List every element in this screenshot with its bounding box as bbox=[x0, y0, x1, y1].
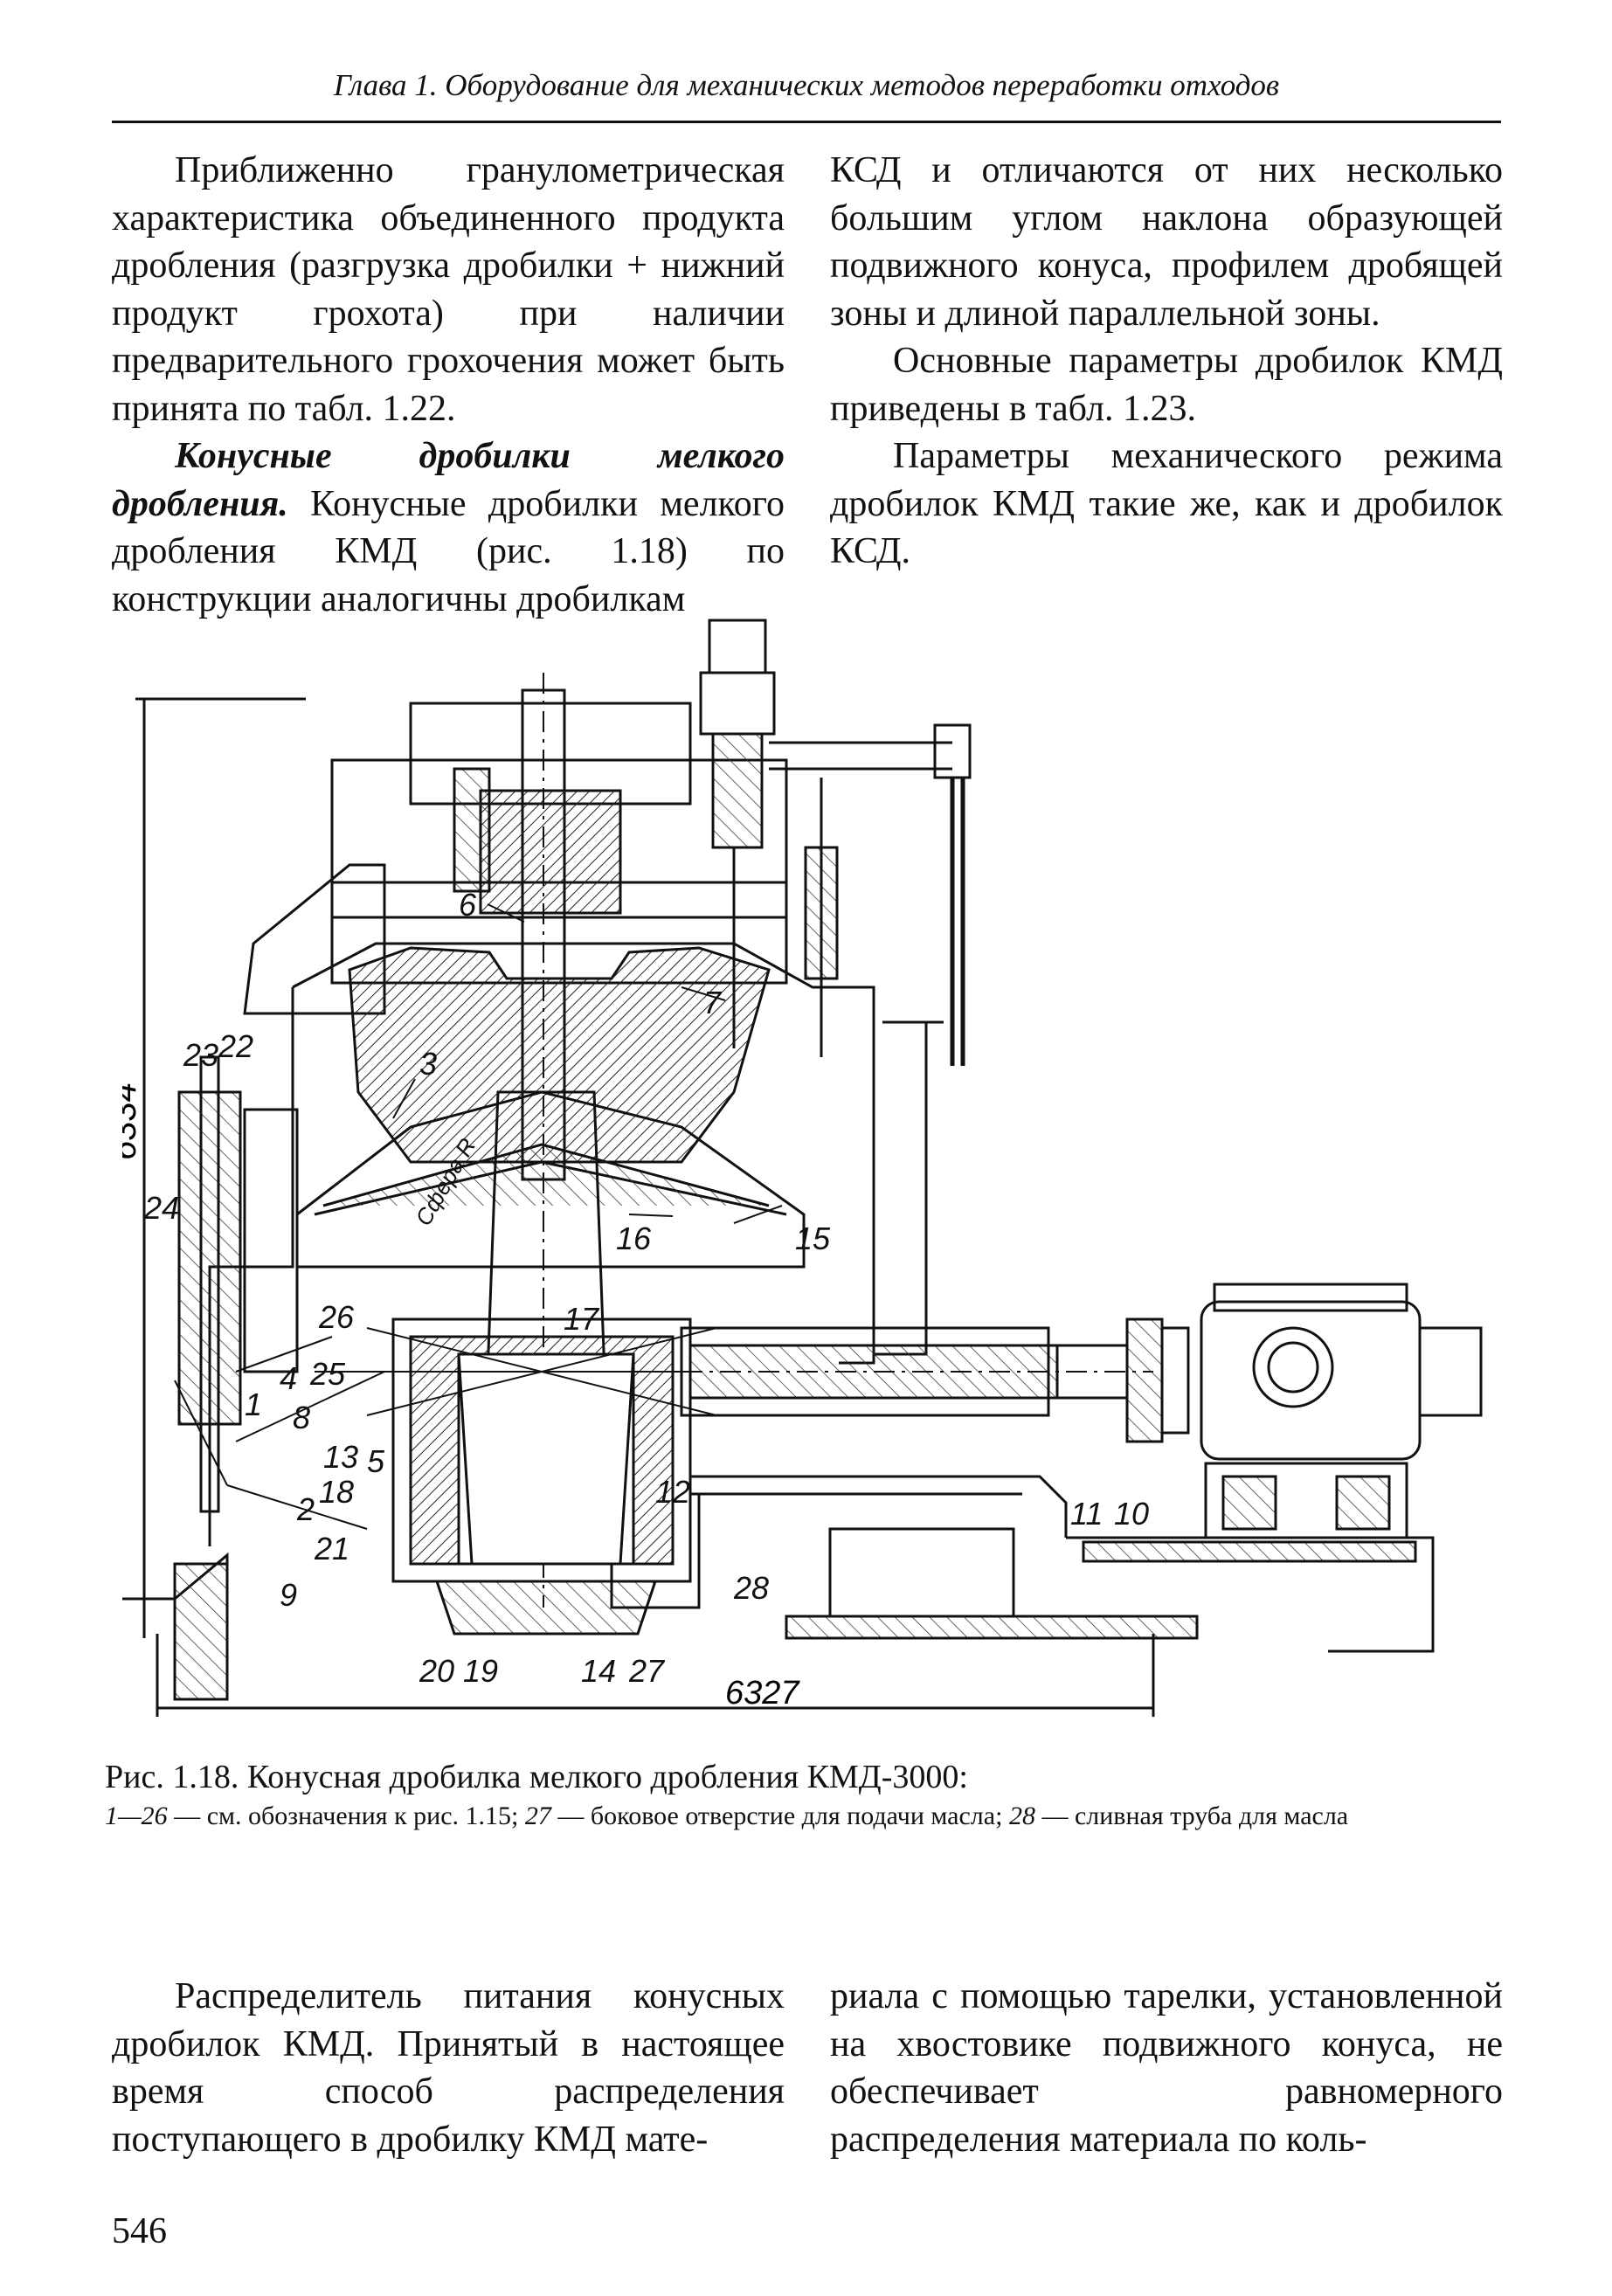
legend-text-2: — боковое отверстие для подачи масла; bbox=[550, 1802, 1009, 1830]
crusher-cross-section: 6334 6327 6 7 3 23 22 24 16 15 26 17 25 … bbox=[105, 619, 1483, 1717]
callout-18: 18 bbox=[319, 1474, 354, 1510]
left-column-top: Приближенно гранулометрическая характери… bbox=[112, 147, 785, 623]
callout-9: 9 bbox=[280, 1577, 297, 1613]
paragraph-feed-distributor: Распределитель питания конусных дробилок… bbox=[112, 1976, 785, 2160]
callout-11: 11 bbox=[1070, 1496, 1103, 1532]
callout-3: 3 bbox=[419, 1046, 437, 1082]
paragraph-granulometry: Приближенно гранулометрическая характери… bbox=[112, 150, 785, 429]
callout-22: 22 bbox=[218, 1028, 253, 1064]
callout-24: 24 bbox=[143, 1190, 179, 1226]
callout-5: 5 bbox=[367, 1443, 385, 1479]
callout-4: 4 bbox=[280, 1360, 297, 1396]
legend-27: 27 bbox=[524, 1802, 551, 1830]
paragraph-kmd-intro: Конусные дробилки мелкого дробления. Кон… bbox=[112, 432, 785, 623]
paragraph-continuation: КСД и отличаются от них несколько больши… bbox=[830, 150, 1503, 334]
figure-caption: Рис. 1.18. Конусная дробилка мелкого дро… bbox=[105, 1756, 1503, 1835]
legend-text-1: — см. обозначения к рис. 1.15; bbox=[167, 1802, 525, 1830]
run-in-heading: Конусные дробилки мелкого дробления. bbox=[112, 436, 785, 524]
callout-7: 7 bbox=[703, 985, 723, 1020]
callout-1: 1 bbox=[245, 1387, 262, 1422]
legend-text-3: — сливная труба для масла bbox=[1034, 1802, 1349, 1830]
running-header: Глава 1. Оборудование для механических м… bbox=[333, 68, 1280, 102]
callout-12: 12 bbox=[655, 1474, 690, 1510]
right-column-top: КСД и отличаются от них несколько больши… bbox=[830, 147, 1503, 576]
right-column-bottom: риала с помощью тарелки, установленной н… bbox=[830, 1973, 1503, 2163]
height-dimension: 6334 bbox=[122, 1082, 143, 1160]
callout-13: 13 bbox=[323, 1439, 358, 1475]
legend-range: 1—26 bbox=[105, 1802, 168, 1830]
paragraph-feed-continuation: риала с помощью тарелки, установленной н… bbox=[830, 1976, 1503, 2160]
caption-title: Рис. 1.18. Конусная дробилка мелкого дро… bbox=[105, 1759, 968, 1795]
callout-23: 23 bbox=[183, 1037, 218, 1073]
callout-19: 19 bbox=[463, 1653, 498, 1689]
paragraph-parameters: Основные параметры дробилок КМД приведен… bbox=[830, 341, 1503, 429]
callout-6: 6 bbox=[459, 887, 477, 923]
callout-14: 14 bbox=[581, 1653, 616, 1689]
callout-26: 26 bbox=[318, 1299, 355, 1335]
callout-2: 2 bbox=[296, 1491, 315, 1527]
callout-8: 8 bbox=[293, 1400, 310, 1435]
paragraph-kmd-text: Конусные дробилки мелкого дробления КМД … bbox=[112, 483, 785, 619]
crusher-drawing: 6334 6327 6 7 3 23 22 24 16 15 26 17 25 … bbox=[105, 603, 1494, 1734]
callout-27: 27 bbox=[628, 1653, 666, 1689]
paragraph-mechanical-mode: Параметры механического режима дробилок … bbox=[830, 436, 1503, 571]
callout-17: 17 bbox=[564, 1301, 600, 1337]
callout-15: 15 bbox=[795, 1221, 831, 1256]
left-column-bottom: Распределитель питания конусных дробилок… bbox=[112, 1973, 785, 2163]
width-dimension: 6327 bbox=[725, 1675, 800, 1712]
page-number: 546 bbox=[112, 2211, 167, 2251]
callout-16: 16 bbox=[616, 1221, 652, 1256]
header-rule bbox=[112, 121, 1501, 123]
callout-21: 21 bbox=[314, 1531, 349, 1566]
callout-28: 28 bbox=[733, 1570, 769, 1606]
callout-25: 25 bbox=[309, 1356, 346, 1392]
callout-20: 20 bbox=[419, 1653, 454, 1689]
legend-28: 28 bbox=[1008, 1802, 1035, 1830]
callout-10: 10 bbox=[1114, 1496, 1149, 1532]
caption-legend: 1—26 — см. обозначения к рис. 1.15; 27 —… bbox=[105, 1798, 1503, 1835]
